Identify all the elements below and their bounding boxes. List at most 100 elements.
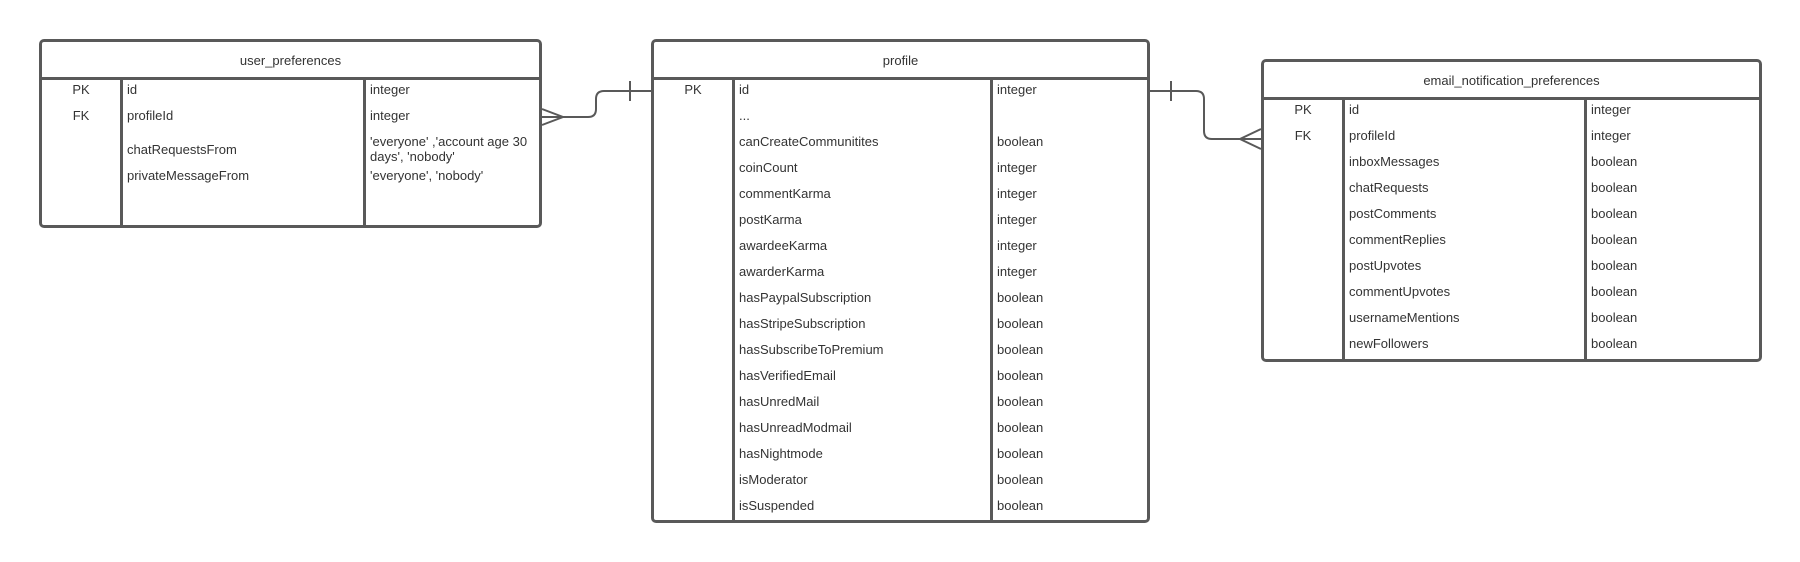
entity-title: profile bbox=[654, 42, 1147, 80]
field-type: boolean bbox=[1591, 310, 1638, 325]
field-name: postUpvotes bbox=[1349, 258, 1422, 273]
field-type: boolean bbox=[1591, 232, 1638, 247]
field-name: awardeeKarma bbox=[739, 238, 828, 253]
field-name: commentUpvotes bbox=[1349, 284, 1451, 299]
table-row[interactable]: FK profileId integer bbox=[42, 108, 539, 132]
field-type: boolean bbox=[1591, 336, 1638, 351]
column-divider bbox=[1584, 100, 1587, 359]
field-type: integer bbox=[370, 82, 410, 97]
field-type: boolean bbox=[997, 290, 1044, 305]
field-type: integer bbox=[997, 82, 1037, 97]
column-divider bbox=[363, 80, 366, 225]
key-cell: PK bbox=[72, 82, 90, 97]
field-name: postComments bbox=[1349, 206, 1437, 221]
field-type: boolean bbox=[997, 472, 1044, 487]
entity-title: email_notification_preferences bbox=[1264, 62, 1759, 100]
table-row[interactable]: usernameMentions boolean bbox=[1264, 310, 1759, 334]
field-type: boolean bbox=[997, 498, 1044, 513]
table-row[interactable]: newFollowers boolean bbox=[1264, 336, 1759, 359]
table-row[interactable]: hasSubscribeToPremium boolean bbox=[654, 342, 1147, 366]
field-type: 'everyone', 'nobody' bbox=[370, 168, 484, 183]
field-name: chatRequests bbox=[1349, 180, 1429, 195]
field-name: hasVerifiedEmail bbox=[739, 368, 836, 383]
field-name: profileId bbox=[1349, 128, 1396, 143]
column-divider bbox=[120, 80, 123, 225]
table-row[interactable]: chatRequestsFrom 'everyone' ,'account ag… bbox=[42, 134, 539, 168]
field-name: postKarma bbox=[739, 212, 802, 227]
field-name: usernameMentions bbox=[1349, 310, 1460, 325]
field-type: boolean bbox=[997, 446, 1044, 461]
key-cell: FK bbox=[72, 108, 90, 123]
column-divider bbox=[990, 80, 993, 520]
field-name: canCreateCommunitites bbox=[739, 134, 879, 149]
key-cell: FK bbox=[1294, 128, 1312, 143]
field-type: boolean bbox=[997, 342, 1044, 357]
table-row[interactable]: awarderKarma integer bbox=[654, 264, 1147, 288]
field-type: 'everyone' ,'account age 30 days', 'nobo… bbox=[370, 134, 528, 164]
table-row[interactable]: hasPaypalSubscription boolean bbox=[654, 290, 1147, 314]
field-name: id bbox=[1349, 102, 1360, 117]
table-row[interactable]: postUpvotes boolean bbox=[1264, 258, 1759, 282]
table-row[interactable]: isSuspended boolean bbox=[654, 498, 1147, 520]
table-row[interactable]: inboxMessages boolean bbox=[1264, 154, 1759, 178]
field-name: awarderKarma bbox=[739, 264, 825, 279]
table-row[interactable]: hasUnredMail boolean bbox=[654, 394, 1147, 418]
field-name: isSuspended bbox=[739, 498, 815, 513]
crows-foot-icon bbox=[541, 108, 566, 126]
field-type: integer bbox=[1591, 102, 1631, 117]
field-name: ... bbox=[739, 108, 750, 123]
field-type: boolean bbox=[1591, 258, 1638, 273]
field-type: integer bbox=[997, 264, 1037, 279]
table-row[interactable]: PK id integer bbox=[42, 82, 539, 106]
field-type: integer bbox=[370, 108, 410, 123]
relationship-line-profile-email-notification bbox=[1150, 90, 1261, 140]
table-row[interactable]: ... bbox=[654, 108, 1147, 132]
entity-title: user_preferences bbox=[42, 42, 539, 80]
table-row[interactable]: awardeeKarma integer bbox=[654, 238, 1147, 262]
field-name: coinCount bbox=[739, 160, 798, 175]
table-row[interactable]: coinCount integer bbox=[654, 160, 1147, 184]
entity-user-preferences[interactable]: user_preferences PK id integer FK profil… bbox=[39, 39, 542, 228]
field-name: hasUnredMail bbox=[739, 394, 820, 409]
column-divider bbox=[732, 80, 735, 520]
field-name: hasStripeSubscription bbox=[739, 316, 866, 331]
field-name: chatRequestsFrom bbox=[127, 142, 237, 157]
field-name: commentReplies bbox=[1349, 232, 1446, 247]
field-name: profileId bbox=[127, 108, 174, 123]
column-divider bbox=[1342, 100, 1345, 359]
field-type: boolean bbox=[1591, 154, 1638, 169]
table-row[interactable]: commentReplies boolean bbox=[1264, 232, 1759, 256]
field-type: boolean bbox=[997, 394, 1044, 409]
field-name: hasNightmode bbox=[739, 446, 823, 461]
field-name: inboxMessages bbox=[1349, 154, 1440, 169]
field-name: isModerator bbox=[739, 472, 808, 487]
field-name: commentKarma bbox=[739, 186, 831, 201]
field-type: boolean bbox=[997, 420, 1044, 435]
table-row[interactable]: privateMessageFrom 'everyone', 'nobody' bbox=[42, 168, 539, 192]
field-name: hasPaypalSubscription bbox=[739, 290, 872, 305]
relationship-line-user-preferences-profile bbox=[542, 90, 651, 118]
table-row[interactable]: hasNightmode boolean bbox=[654, 446, 1147, 470]
field-type: integer bbox=[997, 238, 1037, 253]
field-name: newFollowers bbox=[1349, 336, 1429, 351]
field-name: hasSubscribeToPremium bbox=[739, 342, 884, 357]
table-row[interactable]: isModerator boolean bbox=[654, 472, 1147, 496]
field-name: privateMessageFrom bbox=[127, 168, 250, 183]
field-type: integer bbox=[997, 160, 1037, 175]
